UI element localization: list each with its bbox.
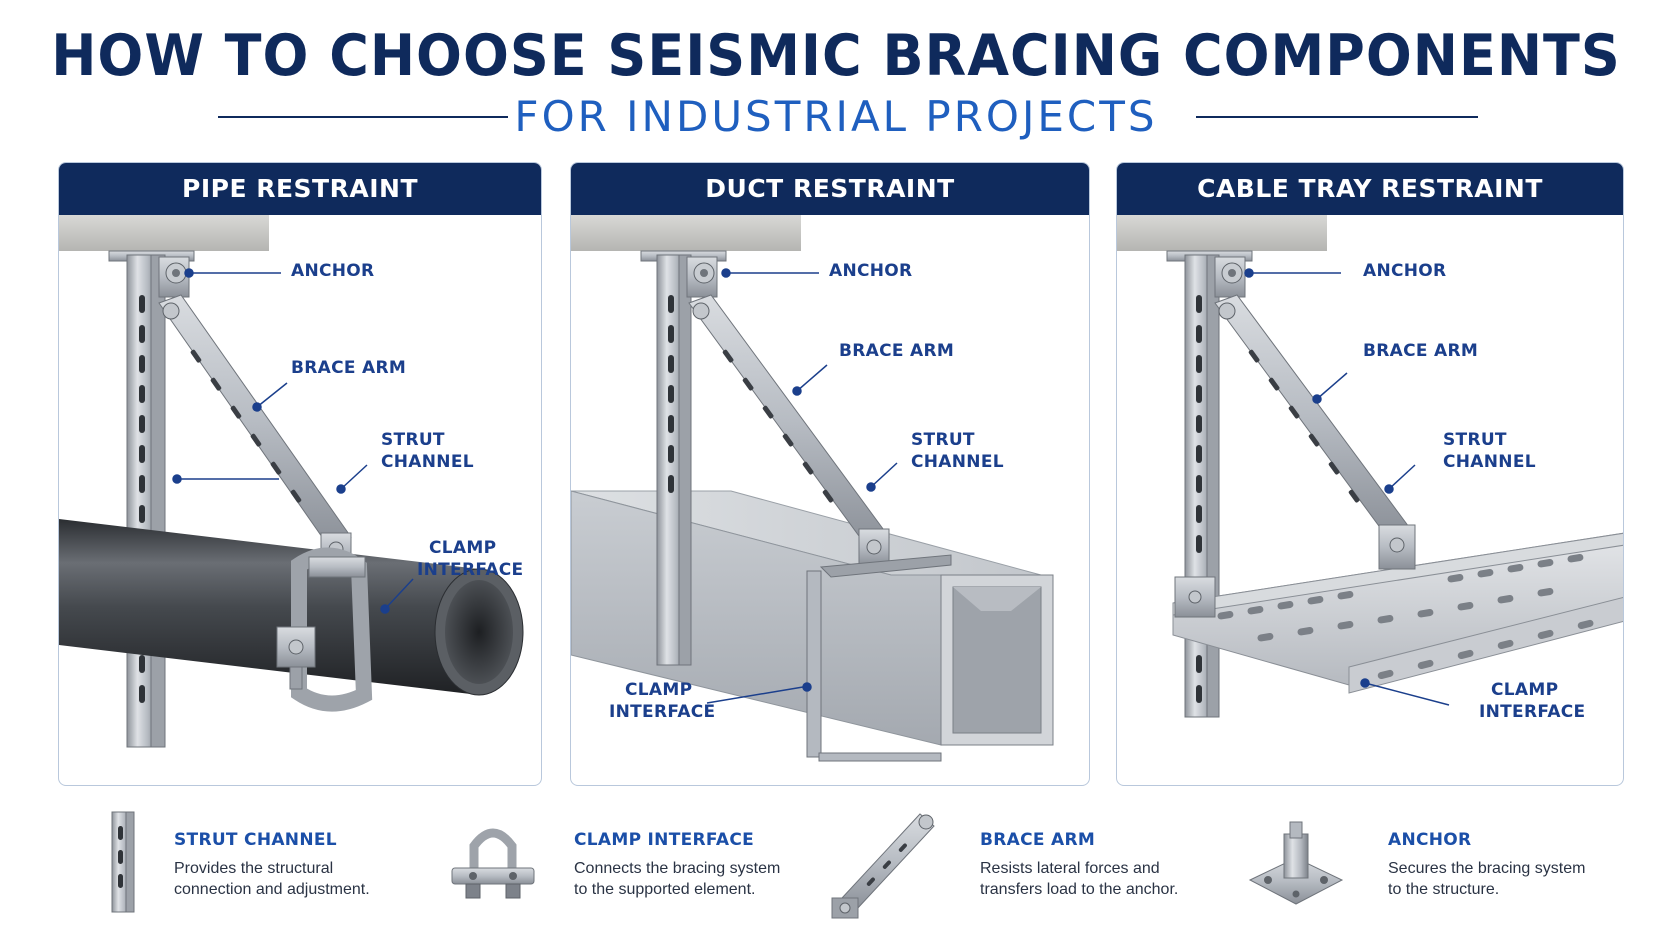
subtitle-divider-right [1196, 116, 1478, 118]
pipe [59, 519, 524, 696]
anchor-bolt [1214, 256, 1246, 298]
legend-desc-line2: transfers load to the anchor. [980, 881, 1179, 898]
cable-tray-restraint-diagram [1117, 215, 1623, 718]
strut-channel [1184, 254, 1220, 718]
panel-duct-restraint: DUCT RESTRAINT [570, 162, 1090, 786]
brace-arm [158, 294, 352, 568]
anchor-bolt [686, 256, 718, 298]
label-brace-arm: BRACE ARM [291, 358, 407, 378]
label-clamp-interface-line2: INTERFACE [1479, 702, 1586, 722]
legend-brace-arm: BRACE ARM Resists lateral forces and tra… [830, 808, 1210, 928]
label-strut-channel-line1: STRUT [1443, 430, 1507, 450]
label-clamp-interface-line1: CLAMP [429, 538, 497, 558]
strut-channel [126, 254, 166, 748]
cable-tray [1172, 532, 1623, 694]
label-clamp-interface-line2: INTERFACE [609, 702, 716, 722]
legend-title: ANCHOR [1388, 830, 1472, 850]
brace-arm [688, 294, 890, 566]
panel-pipe-restraint: PIPE RESTRAINT [58, 162, 542, 786]
pipe-restraint-diagram [59, 215, 524, 748]
page-subtitle: FOR INDUSTRIAL PROJECTS [514, 92, 1158, 141]
strut-channel [656, 254, 692, 666]
legend-desc-line1: Secures the bracing system [1388, 860, 1586, 877]
legend-strut-channel: STRUT CHANNEL Provides the structural co… [98, 808, 428, 928]
panel-cable-tray-restraint: CABLE TRAY RESTRAINT [1116, 162, 1624, 786]
legend-title: STRUT CHANNEL [174, 830, 337, 850]
label-strut-channel-line2: CHANNEL [911, 452, 1004, 472]
legend-title: BRACE ARM [980, 830, 1096, 850]
legend-desc-line2: to the structure. [1388, 881, 1500, 898]
legend-desc-line2: connection and adjustment. [174, 881, 370, 898]
brace-arm [1214, 294, 1416, 570]
legend-anchor: ANCHOR Secures the bracing system to the… [1246, 808, 1646, 928]
ceiling-slab [1117, 215, 1327, 251]
page-title: HOW TO CHOOSE SEISMIC BRACING COMPONENTS [51, 22, 1621, 89]
duct-restraint-diagram [571, 215, 1054, 762]
subtitle-divider-left [218, 116, 508, 118]
ceiling-slab [571, 215, 801, 251]
label-strut-channel-line1: STRUT [911, 430, 975, 450]
anchor-bolt [158, 256, 190, 298]
panel-title: DUCT RESTRAINT [571, 163, 1089, 215]
label-strut-channel-line2: CHANNEL [381, 452, 474, 472]
legend-title: CLAMP INTERFACE [574, 830, 755, 850]
legend-clamp-interface: CLAMP INTERFACE Connects the bracing sys… [448, 808, 808, 928]
panel-title: CABLE TRAY RESTRAINT [1117, 163, 1623, 215]
label-brace-arm: BRACE ARM [839, 341, 955, 361]
label-strut-channel-line2: CHANNEL [1443, 452, 1536, 472]
legend-desc-line1: Provides the structural [174, 860, 334, 877]
label-brace-arm: BRACE ARM [1363, 341, 1479, 361]
duct-clamp [806, 554, 952, 762]
brace-arm-icon [831, 813, 935, 919]
label-clamp-interface-line1: CLAMP [1491, 680, 1559, 700]
label-strut-channel-line1: STRUT [381, 430, 445, 450]
legend-desc-line2: to the supported element. [574, 881, 756, 898]
strut-channel-icon [111, 811, 135, 913]
legend-desc-line1: Resists lateral forces and [980, 860, 1160, 877]
pipe-clamp [276, 547, 373, 712]
label-anchor: ANCHOR [1363, 261, 1447, 281]
callout-leaders [706, 268, 898, 704]
callout-leaders [1244, 268, 1450, 706]
panel-title: PIPE RESTRAINT [59, 163, 541, 215]
legend-desc-line1: Connects the bracing system [574, 860, 781, 877]
anchor-icon [1248, 821, 1344, 905]
label-clamp-interface-line1: CLAMP [625, 680, 693, 700]
ceiling-slab [59, 215, 269, 251]
label-anchor: ANCHOR [291, 261, 375, 281]
subtitle-row: FOR INDUSTRIAL PROJECTS [0, 92, 1672, 142]
label-clamp-interface-line2: INTERFACE [417, 560, 524, 580]
callout-leaders [172, 268, 414, 614]
label-anchor: ANCHOR [829, 261, 913, 281]
clamp-interface-icon [451, 828, 535, 899]
